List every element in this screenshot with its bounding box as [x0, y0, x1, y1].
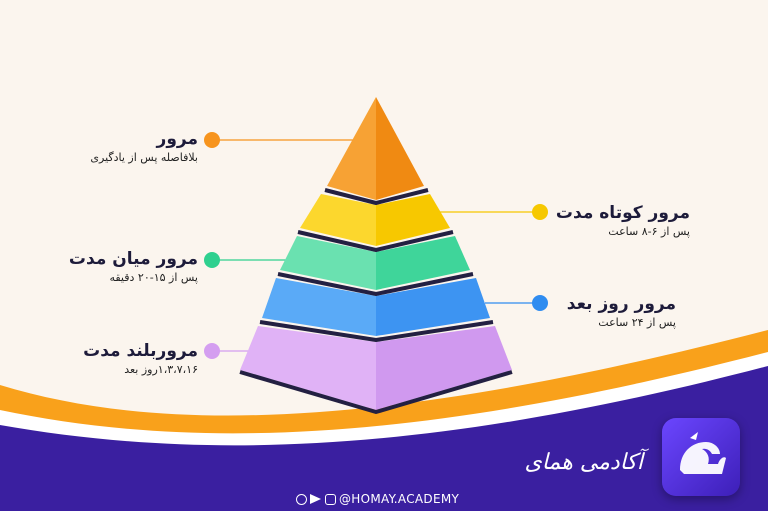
label-subtitle: بلافاصله پس از یادگیری [90, 151, 198, 164]
pyramid [239, 97, 513, 414]
pyramid-tier-3 [280, 236, 376, 290]
label-immediate: مرور بلافاصله پس از یادگیری [90, 128, 198, 165]
label-title: مرور روز بعد [566, 294, 676, 314]
footer-handle[interactable]: @HOMAY.ACADEMY [339, 492, 460, 506]
telegram-icon[interactable] [310, 494, 321, 504]
dot-2 [532, 204, 548, 220]
brand-name: آکادمی همای [524, 450, 643, 475]
label-title: مرور میان مدت [68, 249, 198, 269]
label-next-day: مرور روز بعد پس از ۲۴ ساعت [567, 293, 676, 330]
label-medium-term: مرور میان مدت پس از ۱۵-۲۰ دقیقه [69, 248, 198, 285]
dot-1 [204, 132, 220, 148]
purple-band [0, 366, 768, 511]
pyramid-tier-2 [300, 194, 376, 246]
label-subtitle: پس از ۲۴ ساعت [598, 316, 676, 329]
label-title: مرور کوتاه مدت [555, 203, 690, 223]
label-short-term: مرور کوتاه مدت پس از ۶-۸ ساعت [556, 202, 690, 239]
label-long-term: مروربلند مدت ۱،۳،۷،۱۶روز بعد [83, 340, 198, 377]
web-icon[interactable] [296, 494, 307, 505]
pyramid-tier-4 [262, 278, 376, 336]
label-title: مرور [156, 129, 198, 149]
label-subtitle: پس از ۶-۸ ساعت [608, 225, 690, 238]
instagram-icon[interactable] [325, 494, 336, 505]
label-title: مروربلند مدت [83, 341, 198, 361]
dot-4 [532, 295, 548, 311]
dot-3 [204, 252, 220, 268]
pyramid-tier-1 [327, 97, 376, 200]
label-subtitle: ۱،۳،۷،۱۶روز بعد [124, 363, 198, 376]
social-footer: @HOMAY.ACADEMY [296, 492, 459, 506]
label-subtitle: پس از ۱۵-۲۰ دقیقه [109, 271, 198, 284]
homay-logo-icon [662, 418, 740, 496]
pyramid-tier-5 [240, 326, 376, 410]
dot-5 [204, 343, 220, 359]
